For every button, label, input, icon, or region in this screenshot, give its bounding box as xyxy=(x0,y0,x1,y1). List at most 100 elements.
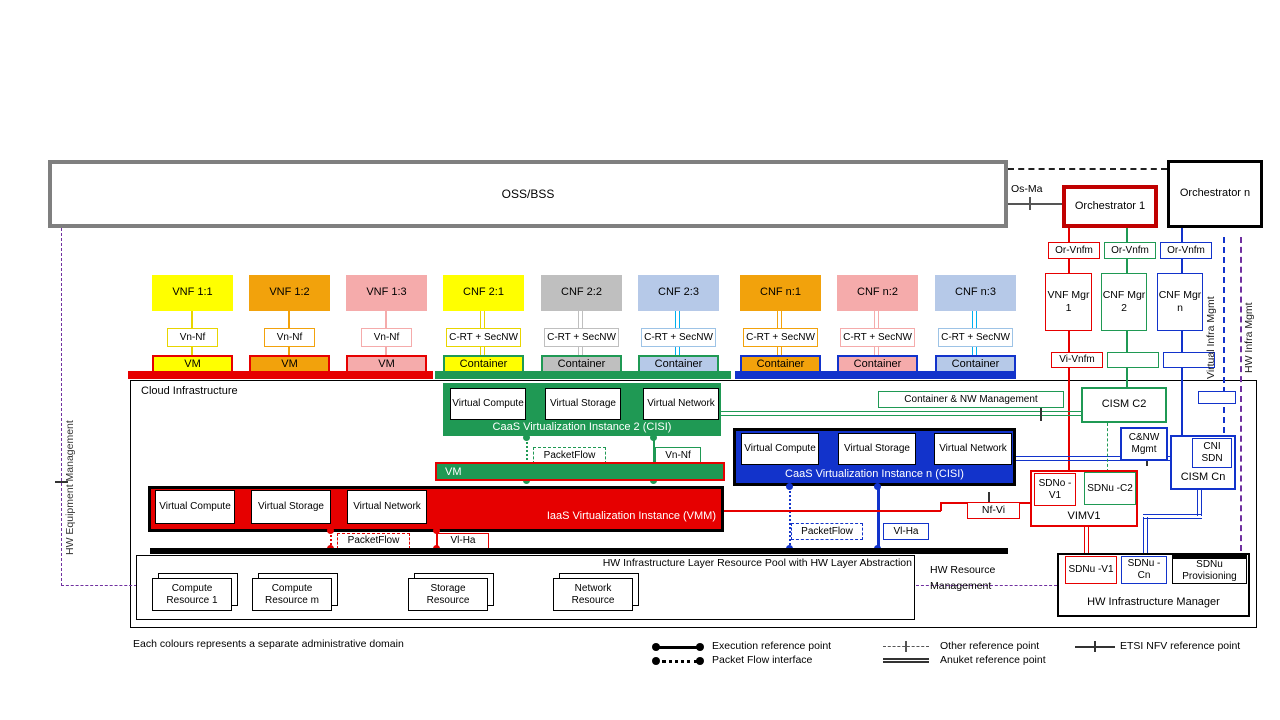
cism-cn-down-line xyxy=(1143,514,1202,519)
footnote: Each colours represents a separate admin… xyxy=(133,638,404,650)
unit-text: Container xyxy=(557,358,606,371)
legend-execution-line xyxy=(657,646,701,649)
iaas-virtual-compute-box: Virtual Compute xyxy=(155,490,235,524)
virtual-storage-label: Virtual Storage xyxy=(550,398,616,409)
virtual-storage-label: Virtual Storage xyxy=(844,443,910,454)
nf-vi-text: Nf-Vi xyxy=(981,504,1006,517)
cloud-infrastructure-box xyxy=(130,380,1257,628)
iaas-title-text: IaaS Virtualization Instance (VMM) xyxy=(546,510,716,522)
hw-resource-label: Storage Resource xyxy=(426,582,470,606)
iaas-virtual-storage-box: Virtual Storage xyxy=(251,490,331,524)
caas2-title: CaaS Virtualization Instance 2 (CISI) xyxy=(443,421,721,435)
vl-ha-label-iaas: Vl-Ha xyxy=(437,533,489,549)
orchestrator-1-box: Orchestrator 1 xyxy=(1062,185,1158,228)
nf-interface-label: C-RT + SecNW xyxy=(446,328,521,347)
vnf-mgr-1-label: VNF Mgr 1 xyxy=(1047,289,1090,314)
sdnu-v1-label: SDNu -V1 xyxy=(1068,564,1114,575)
vim-text: VIMV1 xyxy=(1067,510,1101,523)
packet-flow-line-red xyxy=(330,531,332,549)
cloud-infrastructure-label: Cloud Infrastructure xyxy=(141,385,238,397)
cnw-mgmt-label: C&NW Mgmt xyxy=(1128,432,1160,455)
legend-other-label: Other reference point xyxy=(940,640,1040,652)
vnf-mgr-1-box: VNF Mgr 1 xyxy=(1045,273,1092,331)
iaas-virtual-network-box: Virtual Network xyxy=(347,490,427,524)
virtual-network-label: Virtual Network xyxy=(647,398,715,409)
hw-resource-box: Storage Resource xyxy=(408,578,488,611)
nf-interface-label: Vn-Nf xyxy=(361,328,412,347)
hw-resource-mgmt-line xyxy=(916,585,1057,586)
iaas-title: IaaS Virtualization Instance (VMM) xyxy=(460,510,716,522)
sdnu-cn-box: SDNu -Cn xyxy=(1121,556,1167,584)
nf-interface-label: C-RT + SecNW xyxy=(938,328,1013,347)
nf-box: VNF 1:2 xyxy=(249,275,330,311)
caas2-virtual-storage-box: Virtual Storage xyxy=(545,388,621,420)
nf-label: CNF n:3 xyxy=(955,286,996,299)
nf-box: CNF n:3 xyxy=(935,275,1016,311)
red-line xyxy=(1068,368,1070,473)
caasn-title-text: CaaS Virtualization Instance n (CISI) xyxy=(785,467,964,480)
nf-vi-line xyxy=(940,502,942,511)
execution-dot xyxy=(650,434,657,441)
virtual-infra-mgmt-label: Virtual Infra Mgmt xyxy=(1205,296,1217,379)
oss-bss-label: OSS/BSS xyxy=(501,186,555,201)
legend-anuket-label: Anuket reference point xyxy=(940,654,1046,666)
sdnu-c2-label: SDNu -C2 xyxy=(1087,482,1133,494)
unit-text: Container xyxy=(951,358,1000,371)
hw-equipment-mgmt-line xyxy=(61,228,62,586)
iface-text: Vn-Nf xyxy=(276,331,303,343)
nf-unit-box: VM xyxy=(249,355,330,375)
nf-link-line xyxy=(874,311,879,328)
small-reference-box-blue xyxy=(1198,391,1236,404)
caasn-virtual-network-box: Virtual Network xyxy=(934,433,1012,465)
nf-box: VNF 1:1 xyxy=(152,275,233,311)
hw-bar-label-text: HW Infrastructure Layer Resource Pool wi… xyxy=(602,557,912,569)
iface-text: C-RT + SecNW xyxy=(644,331,713,343)
iaas-domain-bar xyxy=(128,371,433,379)
iface-text: C-RT + SecNW xyxy=(941,331,1010,343)
nf-link-line xyxy=(777,311,782,328)
os-ma-label: Os-Ma xyxy=(1011,183,1043,195)
anuket-line-green xyxy=(721,411,1081,416)
nf-label: VNF 1:2 xyxy=(269,286,310,299)
cism-cn-down-line xyxy=(1197,490,1202,516)
sdnu-provisioning-label: SDNu Provisioning xyxy=(1182,559,1237,582)
hw-infra-manager-text: HW Infrastructure Manager xyxy=(1087,596,1220,609)
cism-c2-box: CISM C2 xyxy=(1081,387,1167,423)
nf-box: CNF n:1 xyxy=(740,275,821,311)
etsi-tick xyxy=(1029,197,1031,210)
packet-flow-line-green xyxy=(526,437,528,480)
etsi-tick xyxy=(1040,405,1042,421)
or-vnfm-text: Or-Vnfm xyxy=(1167,244,1205,256)
nf-link-line xyxy=(972,311,977,328)
vi-vnfm-label: Vi-Vnfm xyxy=(1051,352,1103,368)
hw-pool-box xyxy=(136,555,915,620)
or-vnfm-label: Or-Vnfm xyxy=(1048,242,1100,259)
unit-text: Container xyxy=(459,358,508,371)
execution-dot xyxy=(523,434,530,441)
execution-line-blue xyxy=(877,486,880,549)
legend-dot xyxy=(696,643,704,651)
caasn-domain-bar xyxy=(735,371,1016,379)
cism-cn-text: CISM Cn xyxy=(1180,471,1226,484)
hw-resource-mgmt-label: HW Resource Management xyxy=(930,563,1025,595)
virtual-network-label: Virtual Network xyxy=(939,443,1007,454)
nf-interface-label: C-RT + SecNW xyxy=(840,328,915,347)
caasn-title: CaaS Virtualization Instance n (CISI) xyxy=(733,467,1016,482)
green-line xyxy=(1126,331,1128,352)
nf-label: VNF 1:1 xyxy=(172,286,213,299)
orchestrator-1-label: Orchestrator 1 xyxy=(1074,199,1146,212)
orchestrator-n-box: Orchestrator n xyxy=(1167,160,1263,228)
red-line xyxy=(1068,331,1070,352)
legend-packetflow-label: Packet Flow interface xyxy=(712,654,813,666)
etsi-tick xyxy=(55,481,68,483)
virtual-compute-label: Virtual Compute xyxy=(159,501,231,512)
nf-link-line xyxy=(385,347,387,356)
execution-dot xyxy=(786,483,793,490)
legend-dot xyxy=(696,657,704,665)
nf-link-line xyxy=(480,311,485,328)
container-nw-mgmt-label: Container & NW Management xyxy=(878,391,1064,408)
hw-resource-box: Network Resource xyxy=(553,578,633,611)
iface-text: Vn-Nf xyxy=(179,331,206,343)
legend-etsi-tick xyxy=(1094,641,1096,652)
nf-label: CNF 2:3 xyxy=(658,286,699,299)
